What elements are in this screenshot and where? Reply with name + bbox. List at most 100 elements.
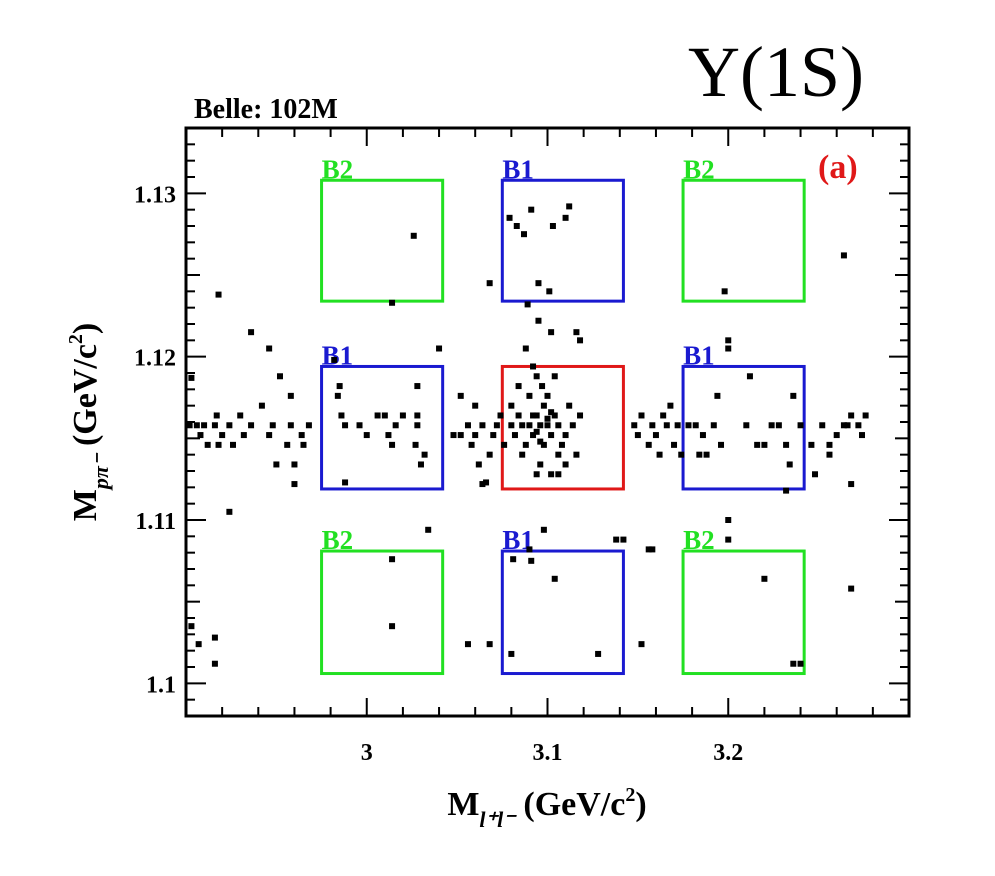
data-point xyxy=(519,422,526,429)
data-point xyxy=(342,422,349,429)
region-label-b2: B2 xyxy=(322,525,354,555)
data-point xyxy=(638,412,645,419)
data-point xyxy=(725,517,732,523)
data-point xyxy=(595,650,602,657)
data-point xyxy=(528,557,535,564)
y-axis-title-sub: pπ⁻ xyxy=(88,452,113,491)
data-point xyxy=(338,412,345,419)
data-point xyxy=(743,422,750,429)
data-point xyxy=(551,575,558,582)
data-point xyxy=(685,422,692,429)
region-box-b2 xyxy=(681,178,806,303)
data-point xyxy=(521,231,528,238)
data-point xyxy=(229,441,236,448)
data-point xyxy=(533,471,540,478)
plot-frame xyxy=(184,126,911,718)
data-point xyxy=(754,441,761,448)
data-point xyxy=(678,451,685,458)
data-point xyxy=(211,634,218,641)
data-point xyxy=(284,441,291,448)
data-point xyxy=(501,441,508,448)
data-point xyxy=(848,481,855,488)
data-point xyxy=(269,422,276,429)
data-point xyxy=(535,317,542,324)
data-point xyxy=(537,461,544,468)
data-point xyxy=(464,641,471,648)
data-point xyxy=(649,546,656,553)
x-tick-label: 3.2 xyxy=(713,740,743,766)
y-tick-label: 1.1 xyxy=(146,672,176,698)
data-point xyxy=(548,329,555,336)
data-point xyxy=(546,288,553,295)
data-point xyxy=(562,214,569,221)
data-point xyxy=(522,345,529,352)
data-point xyxy=(195,641,202,648)
data-point xyxy=(493,422,500,429)
data-point xyxy=(562,461,569,468)
data-point xyxy=(511,432,518,439)
data-point xyxy=(819,422,826,429)
x-axis-title-close: ) xyxy=(635,786,646,823)
data-point xyxy=(530,363,537,370)
data-point xyxy=(530,412,537,419)
data-point xyxy=(479,422,486,429)
data-point xyxy=(540,441,547,448)
data-point xyxy=(211,660,218,667)
data-point xyxy=(718,441,725,448)
data-point xyxy=(562,432,569,439)
data-point xyxy=(298,432,305,439)
data-point xyxy=(840,252,847,259)
data-point xyxy=(526,422,533,429)
data-point xyxy=(336,383,343,390)
data-point xyxy=(457,432,464,439)
region-label-b2: B2 xyxy=(322,154,354,184)
x-axis-title-main: M xyxy=(447,786,479,823)
chart-title: Υ(1S) xyxy=(688,32,864,112)
data-point xyxy=(197,432,204,439)
data-point xyxy=(652,432,659,439)
data-point xyxy=(533,428,540,435)
data-point xyxy=(266,345,273,352)
x-tick-label: 3 xyxy=(361,740,373,766)
x-axis-title-unit: (GeV/c xyxy=(515,786,625,823)
data-point xyxy=(761,441,768,448)
data-point xyxy=(667,402,674,409)
region-box-b1 xyxy=(500,549,625,676)
data-point xyxy=(526,392,533,399)
data-point xyxy=(513,223,520,229)
data-point xyxy=(490,432,497,439)
data-point xyxy=(472,402,479,409)
data-point xyxy=(746,373,753,380)
data-point xyxy=(479,481,486,488)
data-point xyxy=(826,451,833,458)
data-point xyxy=(703,451,710,458)
data-point xyxy=(414,412,421,419)
data-point xyxy=(549,223,556,229)
data-point xyxy=(519,451,526,458)
data-point xyxy=(808,441,815,448)
data-point xyxy=(530,432,537,439)
data-point xyxy=(188,374,195,381)
data-point xyxy=(266,432,273,439)
data-point xyxy=(783,441,790,448)
data-point xyxy=(425,526,432,533)
data-point xyxy=(468,441,475,448)
data-point xyxy=(674,422,681,429)
data-point xyxy=(620,536,627,543)
data-point xyxy=(533,373,540,380)
region-box-b1 xyxy=(681,364,806,491)
data-point xyxy=(497,412,504,419)
data-point xyxy=(660,412,667,419)
data-point xyxy=(786,461,793,468)
data-point xyxy=(526,546,533,553)
data-point xyxy=(714,392,721,399)
panel-label: (a) xyxy=(818,149,858,186)
data-point xyxy=(258,402,265,409)
data-point xyxy=(193,422,200,429)
y-axis-title-unit-sup: 2 xyxy=(65,334,87,344)
data-point xyxy=(201,422,208,429)
data-point xyxy=(508,650,515,657)
data-point xyxy=(389,441,396,448)
data-point xyxy=(226,422,233,429)
